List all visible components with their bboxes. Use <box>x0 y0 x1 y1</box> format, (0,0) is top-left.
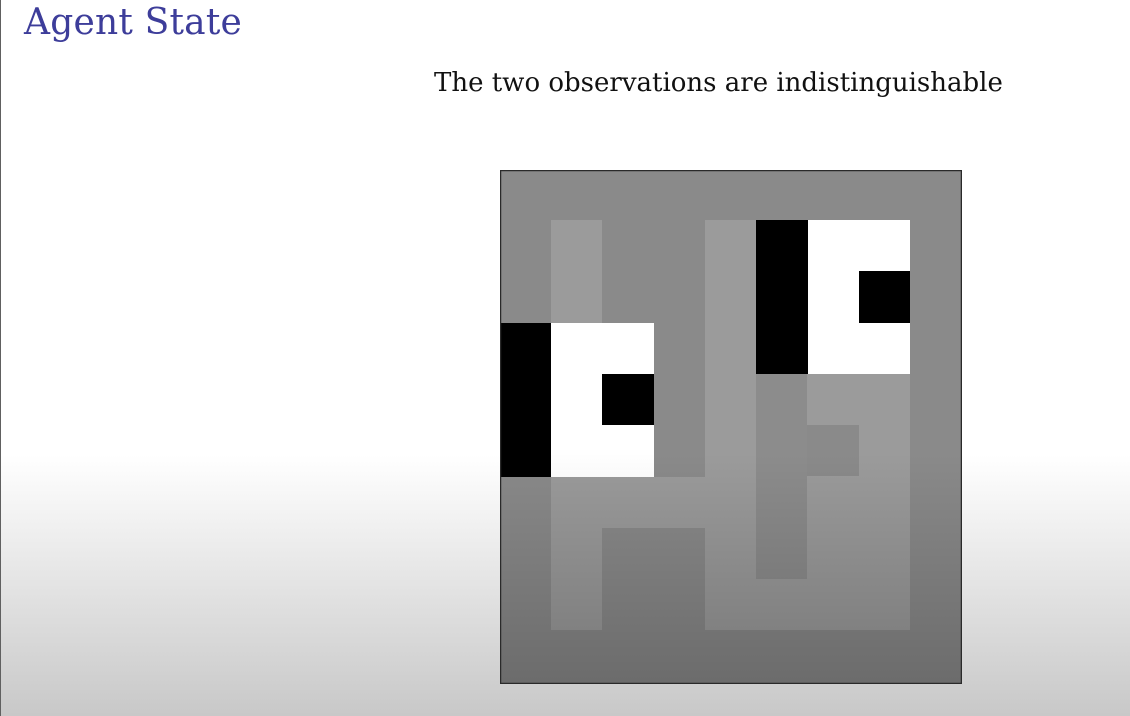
gridworld-svg <box>500 170 962 684</box>
grid-border <box>500 170 962 684</box>
grid-shading <box>500 170 962 684</box>
gridworld-figure <box>500 170 962 684</box>
observation-caption: The two observations are indistinguishab… <box>434 68 1003 98</box>
slide-left-border <box>0 0 1 716</box>
slide-title: Agent State <box>24 2 243 43</box>
